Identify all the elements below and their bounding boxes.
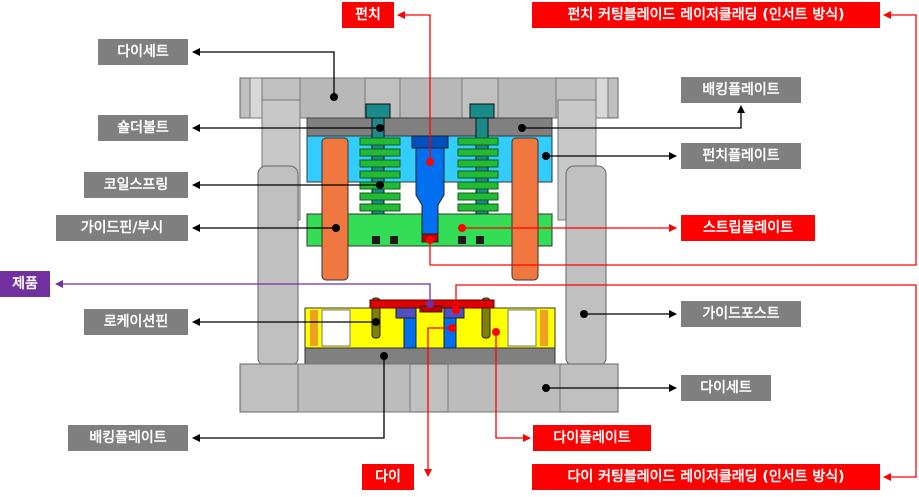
guide-pin-left xyxy=(321,137,349,281)
label-punch-plate: 펀치플레이트 xyxy=(681,143,801,169)
shoulder-bolt-right-head xyxy=(469,103,495,119)
label-die-plate: 다이플레이트 xyxy=(533,425,651,451)
leader-line-purple xyxy=(55,280,434,308)
label-backing-plate-bottom: 배킹플레이트 xyxy=(68,425,188,451)
coil-spring-right xyxy=(457,137,499,212)
label-backing-plate-top: 배킹플레이트 xyxy=(681,77,801,103)
label-die-set-bottom: 다이세트 xyxy=(681,375,771,401)
label-guide-post: 가이드포스트 xyxy=(681,301,801,327)
label-shoulder-bolt: 숄더볼트 xyxy=(98,115,188,141)
guide-post-left xyxy=(257,165,299,367)
label-punch-cutting-blade: 펀치 커팅블레이드 레이저클래딩 (인서트 방식) xyxy=(532,2,880,28)
coil-spring-left xyxy=(359,137,401,212)
label-locating-pin: 로케이션핀 xyxy=(84,309,188,335)
label-product: 제품 xyxy=(0,271,50,297)
label-die-set-top: 다이세트 xyxy=(98,39,188,65)
leader-lines-black xyxy=(192,48,745,442)
label-die: 다이 xyxy=(362,464,414,490)
upper-die-set xyxy=(239,77,619,119)
label-guide-pin-bush: 가이드핀/부시 xyxy=(56,215,188,241)
guide-pin-right xyxy=(511,137,539,281)
leader-dots-black xyxy=(330,93,588,392)
label-coil-spring: 코일스프링 xyxy=(84,172,188,198)
shoulder-bolt-left-head xyxy=(365,103,391,119)
leader-dots-red xyxy=(426,158,500,336)
label-punch: 펀치 xyxy=(342,2,394,28)
backing-plate-bottom xyxy=(304,347,556,365)
label-strip-plate: 스트립플레이트 xyxy=(681,215,815,241)
leader-lines-red xyxy=(397,11,917,481)
label-die-cutting-blade: 다이 커팅블레이드 레이저클래딩 (인서트 방식) xyxy=(532,464,880,490)
guide-post-right xyxy=(565,165,607,367)
